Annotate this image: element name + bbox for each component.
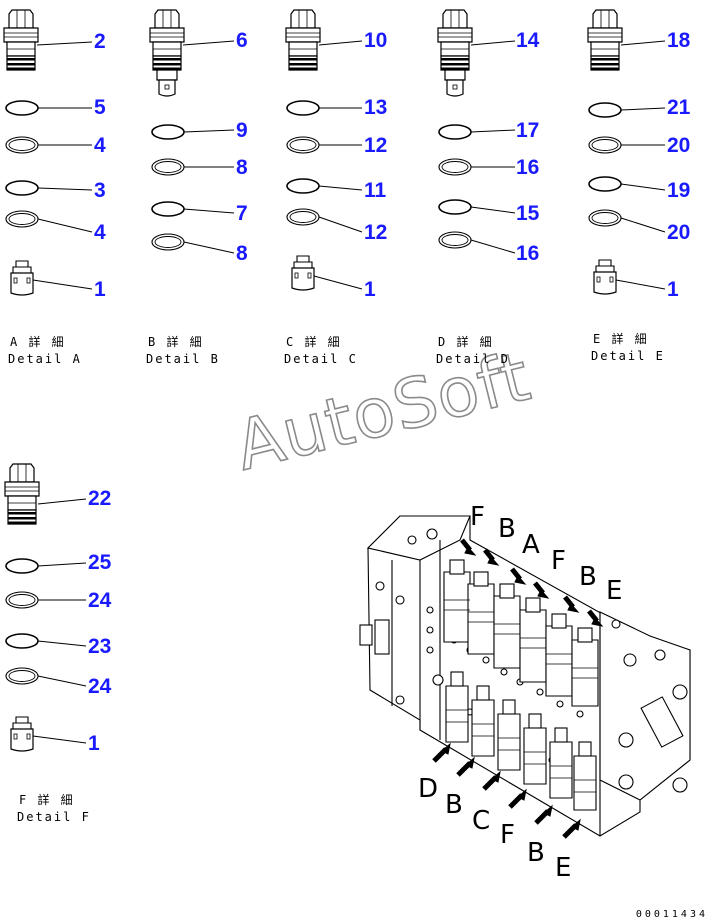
o-ring-9-icon: [151, 124, 185, 140]
label-8: 8: [236, 156, 248, 179]
callout-bottom-4: F: [500, 820, 515, 850]
detail-b-jp: B 詳 細: [148, 335, 204, 349]
o-ring-3-icon: [5, 180, 39, 196]
o-ring-23-icon: [5, 633, 39, 649]
spool-1e-icon: [593, 259, 617, 295]
backup-ring-24b-icon: [5, 667, 39, 685]
callout-bottom-3: C: [472, 806, 491, 836]
label-17: 17: [516, 119, 540, 142]
o-ring-7-icon: [151, 201, 185, 217]
o-ring-5-icon: [5, 100, 39, 116]
label-6: 6: [236, 29, 248, 52]
o-ring-19-icon: [588, 176, 622, 192]
callout-bottom-1: D: [418, 774, 439, 804]
detail-f-en: Detail F: [17, 810, 91, 824]
o-ring-17-icon: [438, 124, 472, 140]
detail-d-jp: D 詳 細: [438, 335, 494, 349]
label-18: 18: [667, 29, 691, 52]
detail-b-en: Detail B: [146, 352, 220, 366]
label-1: 1: [364, 278, 376, 301]
label-12: 12: [364, 134, 388, 157]
detail-c-jp: C 詳 細: [286, 335, 342, 349]
label-13: 13: [364, 96, 388, 119]
label-19: 19: [667, 179, 691, 202]
label-11: 11: [364, 179, 387, 202]
backup-ring-8b-icon: [151, 233, 185, 251]
detail-a-en: Detail A: [8, 352, 82, 366]
spool-1a-icon: [10, 260, 34, 296]
label-5: 5: [94, 96, 106, 119]
label-12: 12: [364, 221, 388, 244]
callout-top-3: A: [522, 530, 540, 560]
label-22: 22: [88, 487, 112, 510]
backup-ring-16b-icon: [438, 231, 472, 249]
callout-top-2: B: [498, 514, 516, 544]
page-id: 00011434: [635, 909, 708, 920]
detail-e-jp: E 詳 細: [593, 332, 649, 346]
detail-e-en: Detail E: [591, 349, 665, 363]
label-4: 4: [94, 221, 106, 244]
o-ring-25-icon: [5, 558, 39, 574]
label-1: 1: [667, 278, 679, 301]
label-20: 20: [667, 134, 691, 157]
label-7: 7: [236, 202, 248, 225]
detail-c-en: Detail C: [284, 352, 358, 366]
detail-f-jp: F 詳 細: [19, 793, 75, 807]
label-9: 9: [236, 119, 248, 142]
o-ring-11-icon: [286, 178, 320, 194]
label-1: 1: [94, 278, 106, 301]
o-ring-21-icon: [588, 102, 622, 118]
label-16: 16: [516, 156, 540, 179]
label-10: 10: [364, 29, 388, 52]
backup-ring-20b-icon: [588, 209, 622, 227]
plug-22-icon: [4, 463, 40, 525]
valve-14-icon: [438, 10, 472, 96]
callout-bottom-6: E: [555, 853, 572, 883]
o-ring-13-icon: [286, 100, 320, 116]
spool-1f-icon: [10, 716, 34, 752]
callout-top-1: F: [470, 502, 485, 532]
label-16: 16: [516, 242, 540, 265]
backup-ring-16a-icon: [438, 158, 472, 176]
label-2: 2: [94, 30, 106, 53]
label-25: 25: [88, 551, 112, 574]
plug-18-icon: [587, 9, 623, 71]
label-24: 24: [88, 589, 112, 612]
plug-10-icon: [285, 9, 321, 71]
detail-a-jp: A 詳 細: [10, 335, 66, 349]
label-23: 23: [88, 635, 112, 658]
o-ring-15-icon: [438, 199, 472, 215]
label-24: 24: [88, 675, 112, 698]
valve-6-icon: [150, 10, 184, 96]
label-20: 20: [667, 221, 691, 244]
backup-ring-4a-icon: [5, 136, 39, 154]
backup-ring-24a-icon: [5, 591, 39, 609]
spool-1c-icon: [291, 255, 315, 291]
backup-ring-8a-icon: [151, 158, 185, 176]
callout-top-6: E: [606, 576, 623, 606]
backup-ring-12a-icon: [286, 136, 320, 154]
top-arrows: [460, 538, 604, 627]
backup-ring-12b-icon: [286, 208, 320, 226]
callout-top-5: B: [579, 562, 597, 592]
backup-ring-4b-icon: [5, 210, 39, 228]
label-1: 1: [88, 732, 100, 755]
backup-ring-20a-icon: [588, 136, 622, 154]
label-15: 15: [516, 202, 540, 225]
label-4: 4: [94, 134, 106, 157]
bottom-arrows: [432, 742, 581, 839]
plug-2-icon: [3, 9, 39, 71]
callout-bottom-5: B: [527, 838, 545, 868]
callout-top-4: F: [551, 546, 566, 576]
callout-bottom-2: B: [445, 790, 463, 820]
control-valve-assembly-icon: [359, 515, 691, 837]
detail-d-en: Detail D: [436, 352, 510, 366]
label-21: 21: [667, 96, 691, 119]
label-14: 14: [516, 29, 540, 52]
label-8: 8: [236, 242, 248, 265]
label-3: 3: [94, 179, 106, 202]
